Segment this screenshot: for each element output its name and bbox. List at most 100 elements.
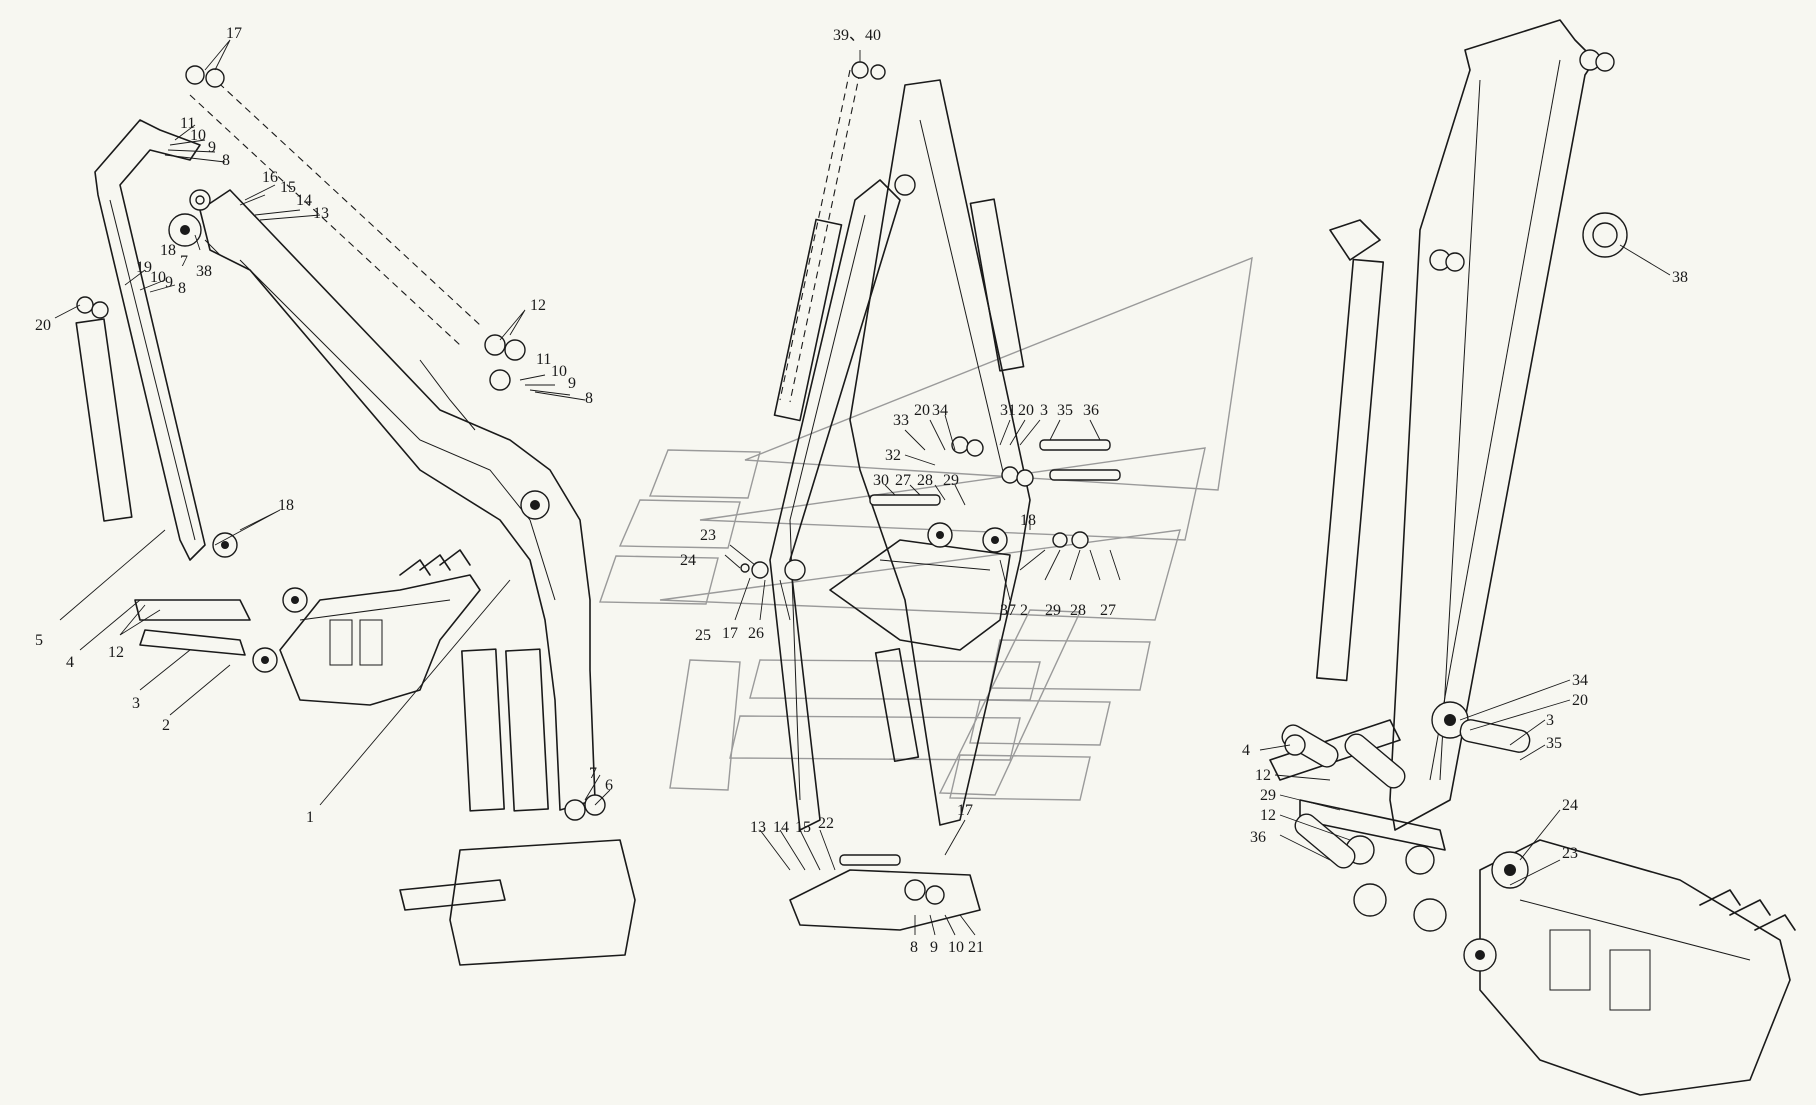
- callout: 10: [150, 269, 166, 286]
- right-bucket: [1479, 839, 1791, 1096]
- callout: 4: [1242, 742, 1250, 759]
- middle-assembly-view: [724, 50, 1121, 936]
- callout: 9: [165, 274, 173, 291]
- callout: 16: [262, 169, 278, 186]
- callout: 10: [551, 363, 567, 380]
- callout: 10: [948, 939, 964, 956]
- callout: 38: [1672, 269, 1688, 286]
- callout: 8: [222, 152, 230, 169]
- callout: 7: [589, 765, 597, 782]
- callout: 20: [1572, 692, 1588, 709]
- callout: 12: [1260, 807, 1276, 824]
- callout: 6: [605, 777, 613, 794]
- callout: 29: [1260, 787, 1276, 804]
- callout: 35: [1057, 402, 1073, 419]
- callout: 3: [1040, 402, 1048, 419]
- callout: 25: [695, 627, 711, 644]
- callout: 20: [1018, 402, 1034, 419]
- callout: 17: [722, 625, 738, 642]
- callout: 3: [1546, 712, 1554, 729]
- callout: 5: [35, 632, 43, 649]
- callout: 14: [296, 192, 312, 209]
- callout: 34: [932, 402, 948, 419]
- left-boom-cylinder-1: [461, 648, 505, 812]
- callout: 24: [1562, 797, 1578, 814]
- callout: 34: [1572, 672, 1588, 689]
- callout: 29: [1045, 602, 1061, 619]
- callout: 13: [313, 205, 329, 222]
- callout: 12: [530, 297, 546, 314]
- callout: 11: [536, 351, 551, 368]
- callout: 9: [208, 139, 216, 156]
- middle-cylinder-right: [969, 198, 1025, 372]
- callout: 2: [162, 717, 170, 734]
- watermark-logo: [599, 256, 1253, 801]
- callout: 31: [1000, 402, 1016, 419]
- callout: 3: [132, 695, 140, 712]
- callout: 9: [930, 939, 938, 956]
- right-assembly-view: [1259, 19, 1796, 1096]
- callout: 28: [917, 472, 933, 489]
- left-arm-stick: [94, 119, 206, 561]
- left-assembly-view: [54, 39, 636, 966]
- callout: 8: [178, 280, 186, 297]
- right-arm: [1389, 19, 1596, 831]
- callout: 27: [1100, 602, 1116, 619]
- callout: 8: [585, 390, 593, 407]
- callout: 17: [226, 25, 242, 42]
- middle-boom-frame: [849, 79, 1031, 826]
- callout: 28: [1070, 602, 1086, 619]
- callout: 11: [180, 115, 195, 132]
- callout: 18: [160, 242, 176, 259]
- callout: 2: [1020, 602, 1028, 619]
- middle-callout-labels: 39、40 33 20 34 31 20 3 35 36 32 30 27 28…: [680, 27, 1116, 956]
- callout: 21: [968, 939, 984, 956]
- callout: 23: [1562, 845, 1578, 862]
- callout: 29: [943, 472, 959, 489]
- left-bucket: [279, 574, 481, 706]
- callout: 39、40: [833, 27, 881, 44]
- callout: 22: [818, 815, 834, 832]
- callout: 24: [680, 552, 696, 569]
- left-bucket-cylinder: [75, 318, 133, 522]
- callout: 4: [66, 654, 74, 671]
- callout: 23: [700, 527, 716, 544]
- callout: 12: [1255, 767, 1271, 784]
- callout: 30: [873, 472, 889, 489]
- callout: 27: [895, 472, 911, 489]
- callout: 7: [180, 253, 188, 270]
- callout: 36: [1250, 829, 1266, 846]
- callout: 19: [136, 259, 152, 276]
- callout: 15: [280, 179, 296, 196]
- callout: 36: [1083, 402, 1099, 419]
- middle-cylinder-left: [773, 218, 843, 422]
- callout: 37: [1000, 602, 1016, 619]
- right-callout-labels: 38 4 12 29 12 36 34 20 3 35 24 23: [1242, 269, 1688, 862]
- callout: 10: [190, 127, 206, 144]
- callout: 26: [748, 625, 764, 642]
- left-base-platform: [449, 839, 636, 966]
- callout: 12: [108, 644, 124, 661]
- callout: 15: [795, 819, 811, 836]
- callout: 13: [750, 819, 766, 836]
- callout: 38: [196, 263, 212, 280]
- callout: 14: [773, 819, 789, 836]
- middle-cylinder-lower: [874, 647, 920, 763]
- callout: 32: [885, 447, 901, 464]
- callout: 35: [1546, 735, 1562, 752]
- callout: 8: [910, 939, 918, 956]
- callout: 18: [278, 497, 294, 514]
- middle-bucket: [829, 539, 1011, 651]
- left-boom-cylinder-2: [505, 648, 549, 812]
- callout: 9: [568, 375, 576, 392]
- callout: 17: [957, 802, 973, 819]
- callout: 20: [914, 402, 930, 419]
- callout: 20: [35, 317, 51, 334]
- callout: 1: [306, 809, 314, 826]
- callout: 18: [1020, 512, 1036, 529]
- middle-base: [789, 869, 981, 931]
- callout: 33: [893, 412, 909, 429]
- right-bucket-cylinder: [1315, 258, 1385, 682]
- left-callout-labels: 17 11 10 9 8 16 15 14 13 18 7 38 19 10 9…: [35, 25, 613, 826]
